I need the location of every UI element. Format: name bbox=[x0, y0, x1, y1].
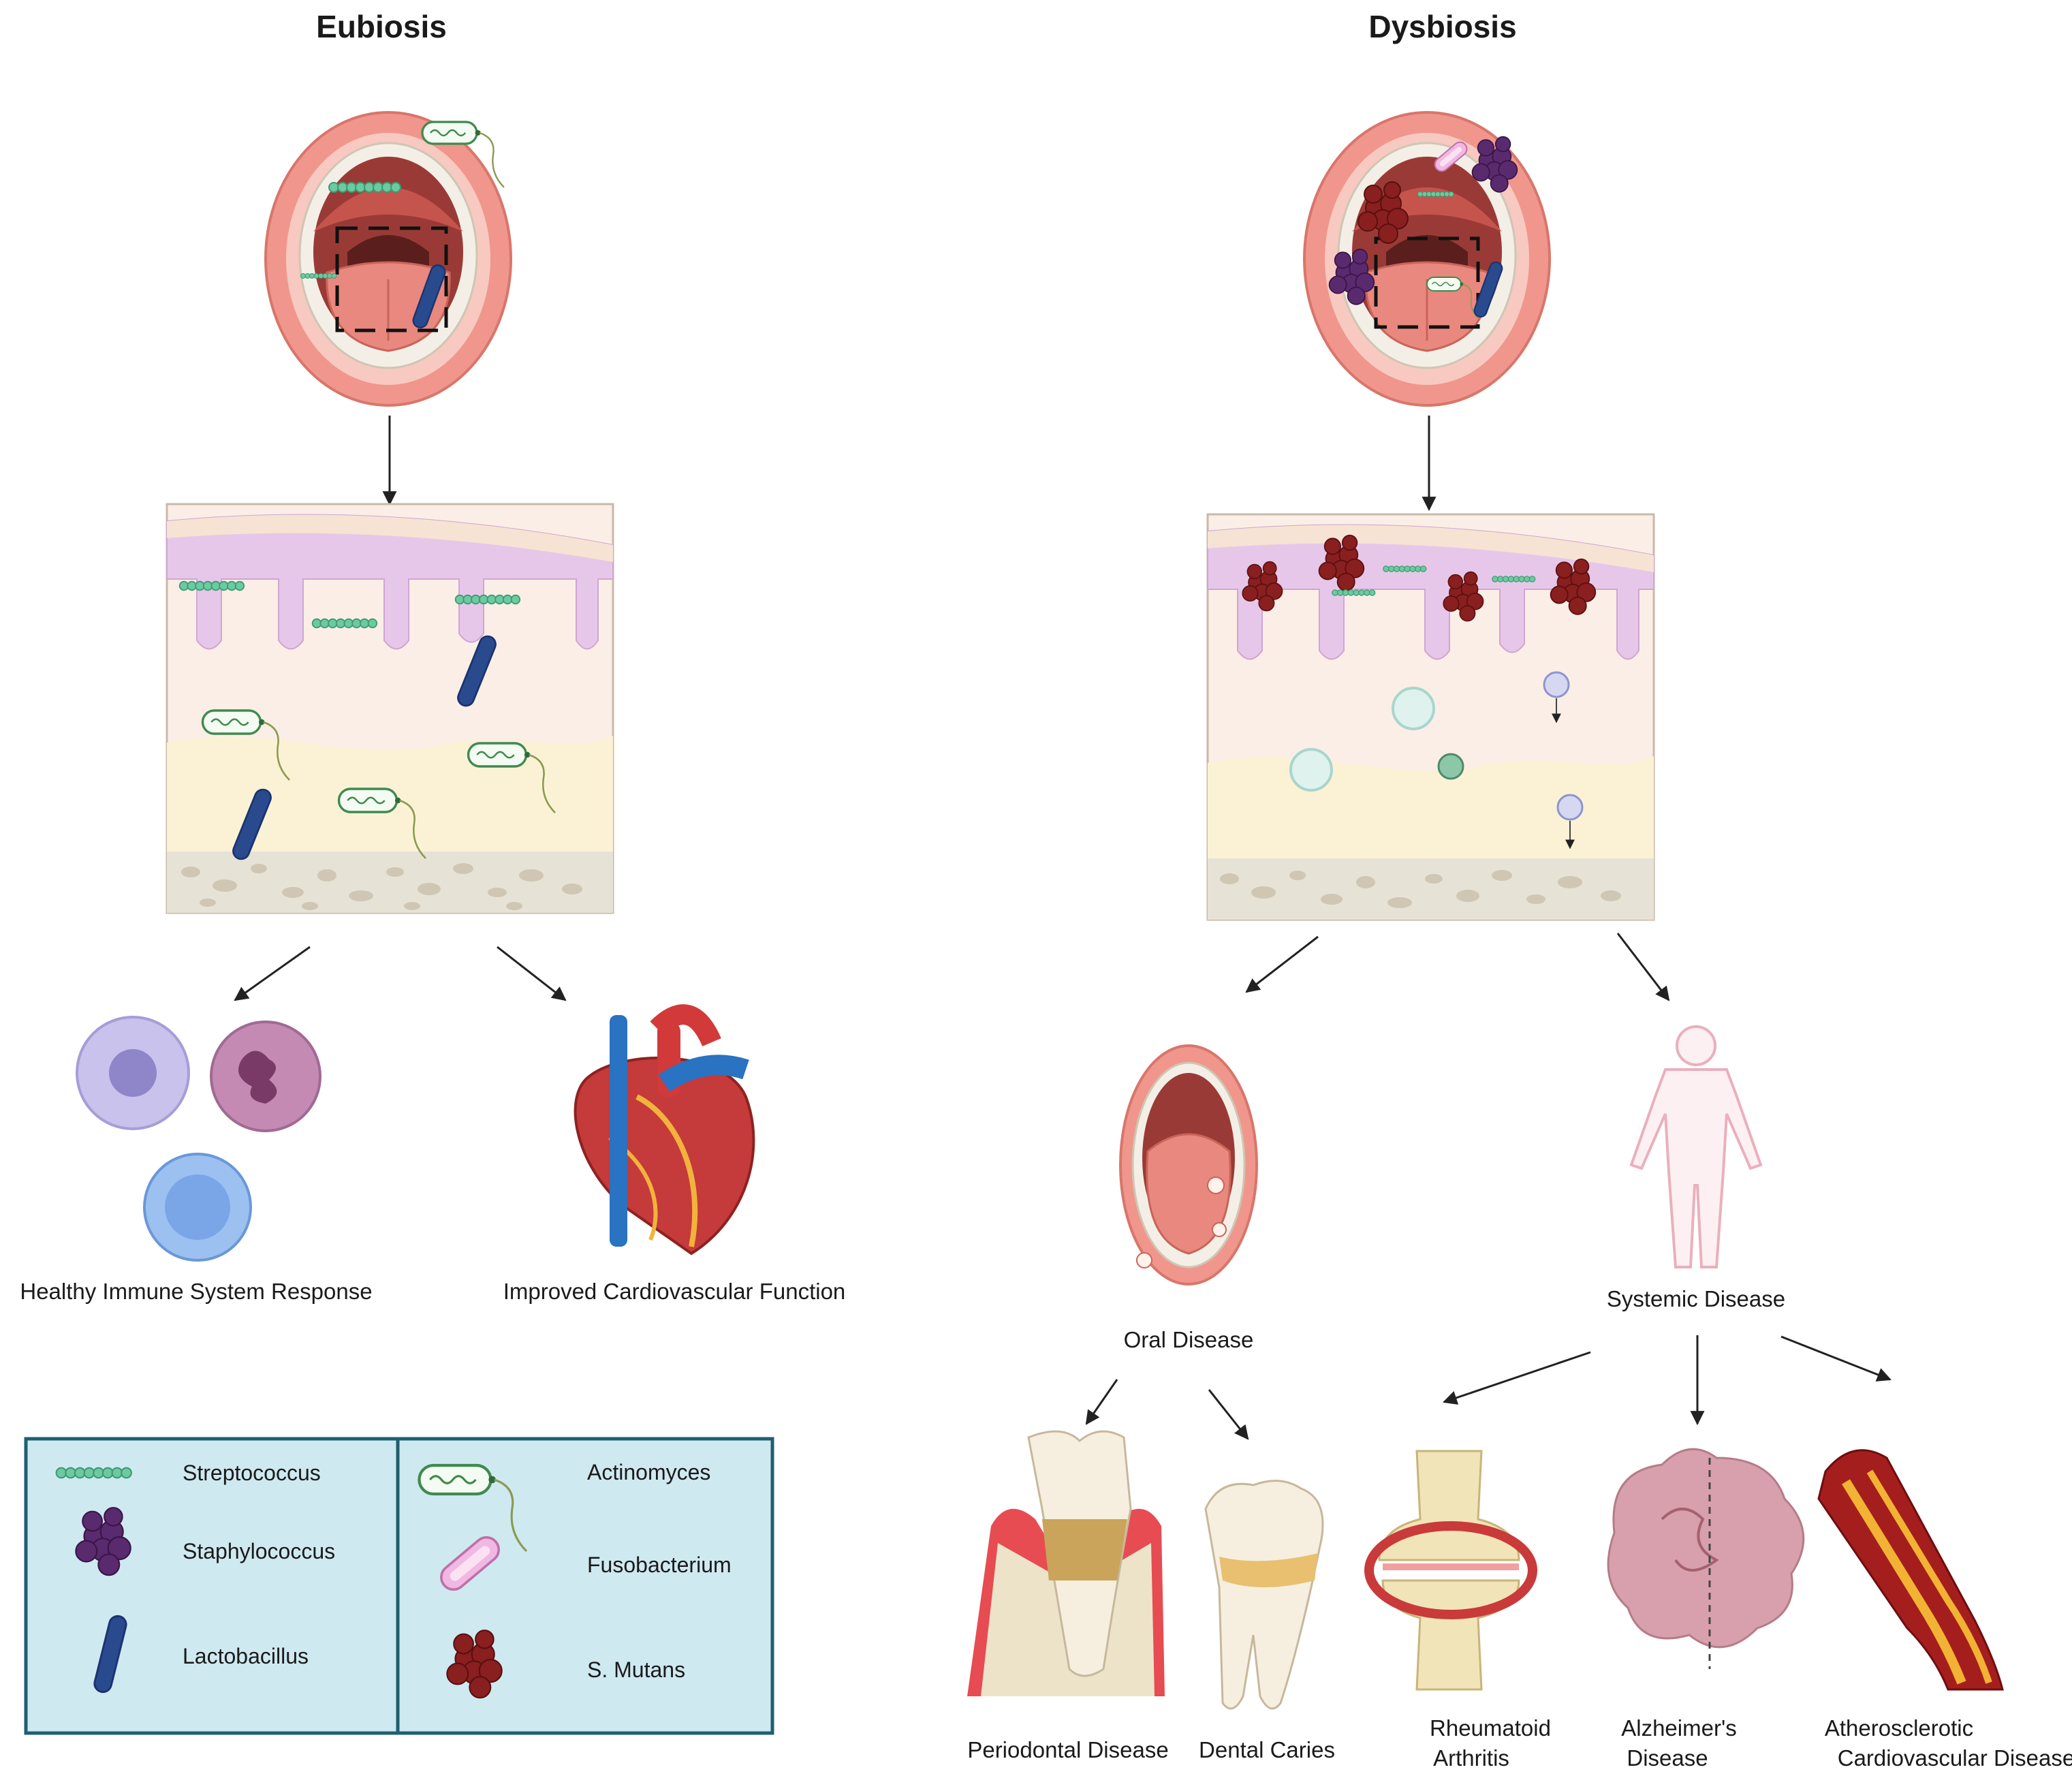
cardio-function-label: Improved Cardiovascular Function bbox=[503, 1279, 846, 1304]
bacteria-legend: Streptococcus Staphylococcus Lactobacill… bbox=[24, 1437, 774, 1735]
periodontal-tooth-icon bbox=[967, 1430, 1165, 1696]
legend-streptococcus: Streptococcus bbox=[183, 1461, 321, 1485]
dental-caries-label: Dental Caries bbox=[1199, 1737, 1335, 1762]
caries-tooth-icon bbox=[1204, 1480, 1324, 1710]
eubiosis-mouth-icon bbox=[264, 111, 512, 407]
oral-disease-mouth-icon bbox=[1119, 1044, 1258, 1286]
atherosclerotic-label-1: Atherosclerotic bbox=[1825, 1715, 1973, 1741]
legend-s-mutans: S. Mutans bbox=[587, 1657, 685, 1682]
rheumatoid-arthritis-label-2: Arthritis bbox=[1433, 1745, 1509, 1771]
eubiosis-title: Eubiosis bbox=[316, 9, 447, 44]
alzheimers-label-1: Alzheimer's bbox=[1621, 1715, 1737, 1741]
periodontal-disease-label: Periodontal Disease bbox=[967, 1737, 1168, 1762]
brain-icon bbox=[1607, 1448, 1805, 1669]
dysbiosis-tissue-icon bbox=[1206, 513, 1655, 921]
eubiosis-tissue-icon bbox=[166, 503, 614, 914]
dysbiosis-title: Dysbiosis bbox=[1368, 9, 1516, 44]
legend-lactobacillus: Lactobacillus bbox=[183, 1644, 309, 1668]
alzheimers-label-2: Disease bbox=[1627, 1745, 1708, 1771]
legend-fusobacterium: Fusobacterium bbox=[587, 1553, 732, 1577]
heart-icon bbox=[574, 1004, 755, 1256]
artery-icon bbox=[1817, 1449, 2004, 1691]
human-body-icon bbox=[1629, 1025, 1763, 1268]
knee-joint-icon bbox=[1364, 1450, 1537, 1691]
immune-cells-in-tissue bbox=[1289, 671, 1584, 850]
immune-cells-icon bbox=[76, 1016, 321, 1262]
systemic-disease-label: Systemic Disease bbox=[1607, 1286, 1785, 1311]
atherosclerotic-label-2: Cardiovascular Disease bbox=[1838, 1745, 2072, 1771]
rheumatoid-arthritis-label-1: Rheumatoid bbox=[1430, 1715, 1551, 1741]
legend-staphylococcus: Staphylococcus bbox=[183, 1539, 335, 1563]
immune-response-label: Healthy Immune System Response bbox=[20, 1279, 372, 1304]
oral-disease-label: Oral Disease bbox=[1124, 1327, 1254, 1352]
dysbiosis-mouth-icon bbox=[1303, 111, 1551, 407]
legend-actinomyces: Actinomyces bbox=[587, 1460, 710, 1484]
